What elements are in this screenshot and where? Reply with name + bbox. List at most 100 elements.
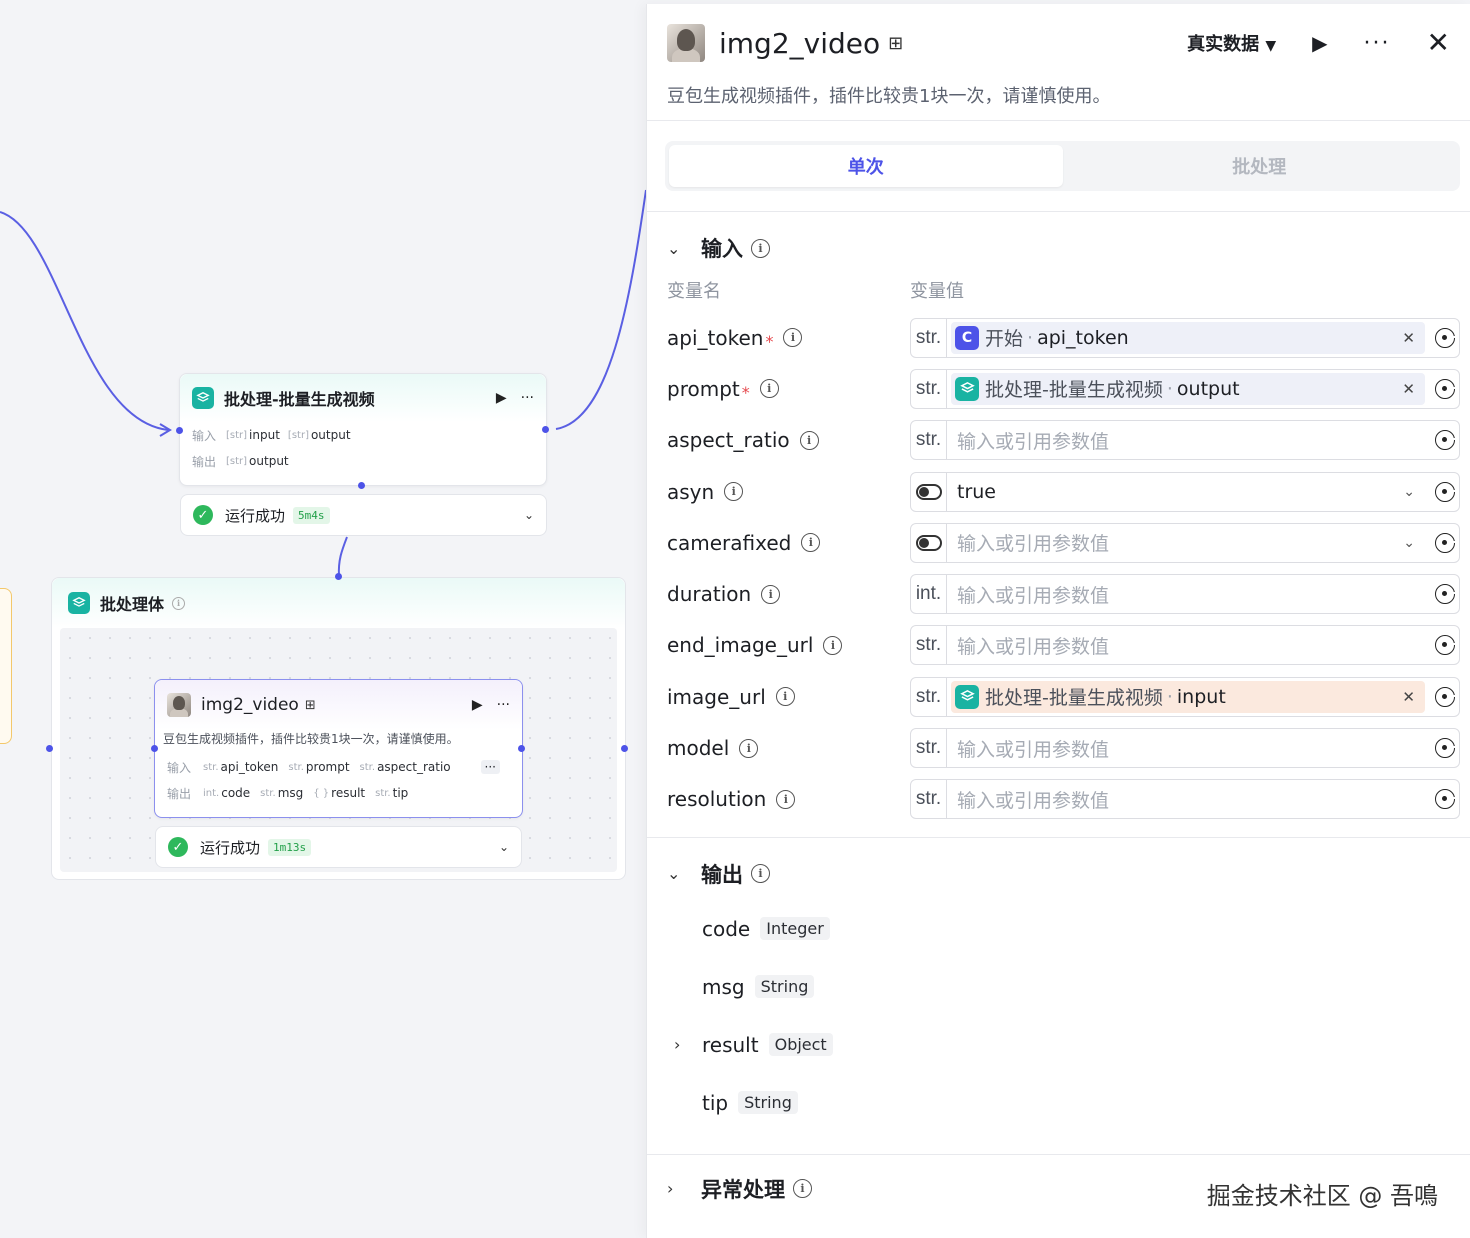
partial-node[interactable] <box>0 588 12 744</box>
play-icon[interactable]: ▶ <box>471 697 483 713</box>
more-inputs-button[interactable]: ··· <box>480 760 500 774</box>
reference-variable-icon[interactable] <box>1431 678 1459 716</box>
param-input[interactable]: 输入或引用参数值 <box>957 738 1110 761</box>
chevron-down-icon[interactable]: ⌄ <box>1403 483 1415 500</box>
inner-output-port[interactable] <box>518 745 525 752</box>
param-value-field[interactable]: str.输入或引用参数值 <box>910 420 1460 461</box>
tab-single[interactable]: 单次 <box>669 145 1063 187</box>
param-input[interactable]: 输入或引用参数值 <box>957 635 1110 658</box>
reference-variable-icon[interactable] <box>1431 421 1459 459</box>
inner-input-port[interactable] <box>151 745 158 752</box>
param-value[interactable]: true⌄ <box>957 480 1415 503</box>
boolean-toggle-icon[interactable] <box>911 523 947 562</box>
reference-variable-icon[interactable] <box>1431 370 1459 408</box>
output-port[interactable] <box>542 426 549 433</box>
batch-node-title: 批处理-批量生成视频 <box>224 390 375 409</box>
param-value-field[interactable]: int.输入或引用参数值 <box>910 574 1460 615</box>
run-button[interactable]: ▶ <box>1312 31 1328 55</box>
param-value-field[interactable]: true⌄ <box>910 471 1460 512</box>
play-icon[interactable]: ▶ <box>495 390 507 406</box>
chevron-down-icon[interactable]: ⌄ <box>667 238 681 258</box>
batch-run-status[interactable]: ✓ 运行成功 5m4s ⌄ <box>180 494 547 536</box>
input-port[interactable] <box>176 427 183 434</box>
data-mode-select[interactable]: 真实数据 ▼ <box>1187 34 1277 55</box>
tab-batch[interactable]: 批处理 <box>1232 157 1287 178</box>
reference-variable-icon[interactable] <box>1431 524 1459 562</box>
exception-section-header[interactable]: › 异常处理 i <box>647 1169 1470 1209</box>
param-name: api_token*i <box>667 324 910 351</box>
chevron-down-icon[interactable]: ⌄ <box>498 840 509 854</box>
group-top-port[interactable] <box>335 573 342 580</box>
param-value-field[interactable]: str.输入或引用参数值 <box>910 728 1460 769</box>
clear-icon[interactable]: ✕ <box>1402 379 1415 398</box>
workflow-canvas[interactable]: 批处理-批量生成视频 ▶ ··· 输入 [str]input [str]outp… <box>0 0 646 1238</box>
clear-icon[interactable]: ✕ <box>1402 328 1415 347</box>
input-chip: str.aspect_ratio <box>359 760 450 774</box>
group-right-port[interactable] <box>621 745 628 752</box>
output-section-header[interactable]: ⌄ 输出 i <box>647 854 1470 894</box>
param-value-field[interactable]: str.批处理-批量生成视频·input✕ <box>910 676 1460 717</box>
param-input[interactable]: 输入或引用参数值 <box>957 584 1110 607</box>
group-left-port[interactable] <box>46 745 53 752</box>
clear-icon[interactable]: ✕ <box>1402 687 1415 706</box>
plugin-avatar <box>667 24 705 62</box>
more-icon[interactable]: ··· <box>496 697 510 713</box>
chevron-down-icon[interactable]: ⌄ <box>1403 534 1415 551</box>
reference-variable-icon[interactable] <box>1431 780 1459 818</box>
boolean-toggle-icon[interactable] <box>911 472 947 511</box>
variable-reference[interactable]: 批处理-批量生成视频·input✕ <box>951 680 1425 713</box>
param-input[interactable]: 输入或引用参数值 <box>957 430 1110 453</box>
reference-variable-icon[interactable] <box>1431 729 1459 767</box>
chevron-right-icon[interactable]: › <box>674 1035 681 1055</box>
info-icon[interactable]: i <box>793 1179 812 1199</box>
param-value-field[interactable]: str.输入或引用参数值 <box>910 625 1460 666</box>
batch-node-inputs: 输入 [str]input [str]output <box>192 428 351 443</box>
input-chip: str.prompt <box>288 760 350 774</box>
reference-variable-icon[interactable] <box>1431 626 1459 664</box>
info-icon[interactable]: i <box>823 635 843 655</box>
input-chip: [str]output <box>287 428 351 442</box>
close-icon[interactable]: ✕ <box>1426 26 1450 59</box>
variable-reference[interactable]: 批处理-批量生成视频·output✕ <box>951 372 1425 405</box>
img2-video-node[interactable]: img2_video ⊞ ▶ ··· 豆包生成视频插件，插件比较贵1块一次，请谨… <box>154 679 523 818</box>
reference-variable-icon[interactable] <box>1431 575 1459 613</box>
info-icon[interactable]: i <box>751 864 770 884</box>
param-value-field[interactable]: 输入或引用参数值⌄ <box>910 522 1460 563</box>
info-icon[interactable]: i <box>759 379 779 399</box>
info-icon[interactable]: i <box>761 584 781 604</box>
inner-run-status[interactable]: ✓ 运行成功 1m13s ⌄ <box>155 826 522 868</box>
more-icon[interactable]: ··· <box>1363 30 1391 56</box>
type-badge: str. <box>911 677 947 716</box>
chevron-down-icon[interactable]: ⌄ <box>523 508 534 522</box>
chevron-down-icon[interactable]: ⌄ <box>667 864 681 884</box>
mode-tabs: 单次 批处理 <box>665 141 1460 191</box>
info-icon[interactable]: i <box>739 738 759 758</box>
chevron-right-icon[interactable]: › <box>667 1179 674 1199</box>
param-input[interactable]: 输入或引用参数值⌄ <box>957 533 1415 556</box>
info-icon[interactable]: i <box>751 238 770 258</box>
param-value-field[interactable]: str.批处理-批量生成视频·output✕ <box>910 368 1460 409</box>
param-value-field[interactable]: str.输入或引用参数值 <box>910 779 1460 820</box>
bottom-port[interactable] <box>358 482 365 489</box>
info-icon[interactable]: i <box>801 533 821 553</box>
info-icon[interactable]: i <box>172 596 186 610</box>
more-icon[interactable]: ··· <box>520 390 534 406</box>
input-section-header[interactable]: ⌄ 输入 i <box>647 228 1470 268</box>
reference-variable-icon[interactable] <box>1431 473 1459 511</box>
batch-node[interactable]: 批处理-批量生成视频 ▶ ··· 输入 [str]input [str]outp… <box>179 373 547 486</box>
reference-variable-icon[interactable] <box>1431 319 1459 357</box>
divider <box>647 836 1470 838</box>
info-icon[interactable]: i <box>775 687 795 707</box>
info-icon[interactable]: i <box>799 430 819 450</box>
info-icon[interactable]: i <box>783 328 803 348</box>
info-icon[interactable]: i <box>724 482 744 502</box>
info-icon[interactable]: i <box>776 789 796 809</box>
param-input[interactable]: 输入或引用参数值 <box>957 789 1110 812</box>
